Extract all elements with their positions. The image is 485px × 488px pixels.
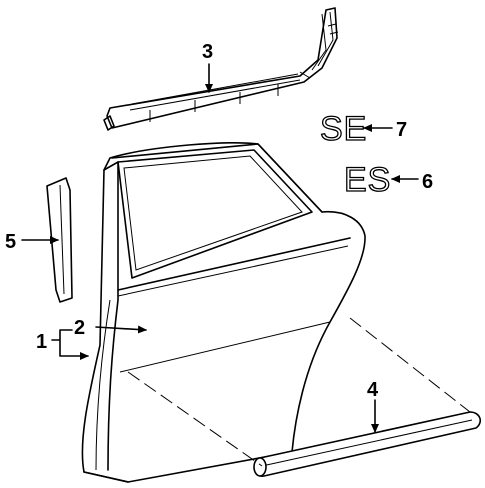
side-moulding-part-4 [253, 411, 482, 477]
placement-line-rear [349, 317, 471, 413]
leader-line-1 [51, 329, 88, 356]
placement-line-front [127, 371, 263, 467]
callout-4: 4 [367, 379, 379, 401]
se-emblem-part-7: SE [320, 110, 367, 148]
callout-3: 3 [202, 41, 213, 63]
callout-2: 2 [74, 317, 85, 339]
rear-door-part-1 [81, 141, 366, 483]
callout-1: 1 [36, 331, 47, 353]
leader-arrow-2 [95, 325, 147, 334]
es-emblem-part-6: ES [344, 161, 391, 199]
callout-5: 5 [5, 231, 16, 253]
callout-7: 7 [396, 119, 407, 141]
pillar-applique-part-5 [46, 177, 73, 303]
callout-6: 6 [422, 171, 433, 193]
window-channel-part-3 [103, 7, 339, 131]
